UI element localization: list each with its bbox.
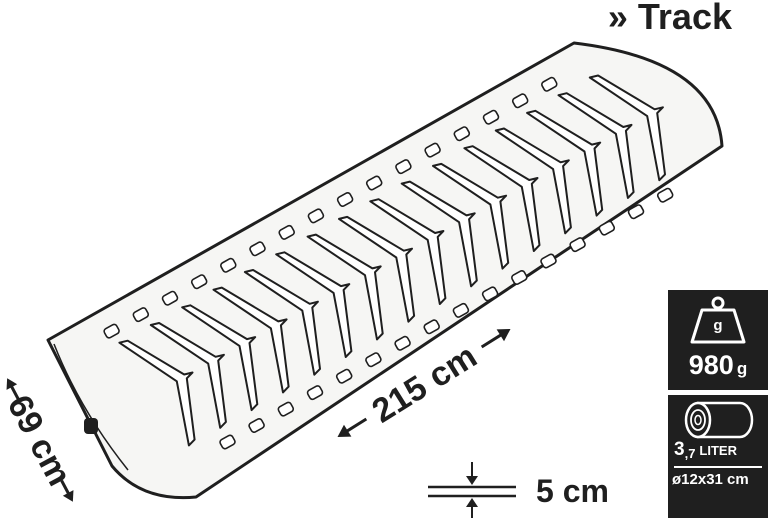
edge-chamber: [336, 192, 354, 207]
edge-chamber: [481, 286, 499, 302]
edge-chamber: [132, 307, 150, 323]
chevron-chamber: [306, 233, 384, 341]
chevron-chamber: [369, 198, 447, 305]
weight-value: 980: [688, 350, 734, 380]
thickness-dimension: 5 cm: [428, 462, 609, 518]
weight-unit: g: [736, 359, 748, 378]
edge-chamber: [541, 76, 558, 92]
edge-chamber: [424, 142, 441, 158]
chevron-chamber: [557, 92, 635, 199]
chevron-chamber: [400, 180, 478, 288]
mat-end-edge: [53, 343, 129, 471]
edge-chamber: [103, 323, 120, 339]
edge-chamber: [277, 401, 295, 417]
edge-chamber: [656, 187, 674, 203]
chevron-chamber: [494, 127, 572, 235]
pack-volume-decimal: ,7: [684, 446, 696, 461]
edge-chamber: [394, 335, 411, 351]
edge-chamber: [395, 159, 412, 175]
edge-chamber: [365, 352, 382, 368]
edge-chamber: [598, 220, 616, 236]
chevron-chamber: [526, 109, 604, 217]
chevron-chamber: [432, 162, 510, 270]
product-title: » Track: [607, 0, 732, 37]
chevron-chambers: [118, 74, 666, 447]
edge-chamber: [511, 270, 528, 285]
rolled-mat-icon: [684, 401, 754, 439]
edge-chambers-top: [103, 76, 558, 339]
pack-volume-main: 3: [674, 439, 685, 460]
chevron-chamber: [338, 215, 416, 323]
thickness-label: 5 cm: [536, 473, 609, 509]
edge-chamber: [306, 385, 324, 401]
chevron-chamber: [149, 322, 227, 429]
edge-chamber: [248, 418, 265, 433]
edge-chamber: [511, 93, 529, 109]
edge-chamber: [453, 126, 471, 142]
pack-divider: [674, 466, 762, 468]
chevron-chamber: [243, 269, 321, 376]
chevron-chamber: [463, 145, 541, 252]
chevron-chamber: [181, 304, 259, 412]
edge-chamber: [365, 175, 383, 191]
width-label: 69 cm: [0, 389, 79, 492]
chevron-chamber: [118, 339, 196, 447]
edge-chamber: [423, 319, 440, 335]
edge-chamber: [335, 368, 353, 384]
edge-chamber: [249, 241, 266, 257]
chevron-chamber: [212, 286, 290, 394]
edge-chamber: [482, 109, 500, 125]
edge-chamber: [540, 253, 557, 269]
pack-size: ø12x31 cm: [672, 471, 749, 488]
edge-chamber: [161, 290, 179, 306]
edge-chamber: [452, 302, 470, 318]
edge-chamber: [307, 208, 325, 224]
valve: [84, 418, 98, 434]
edge-chamber: [219, 434, 236, 450]
pack-volume-unit: LITER: [699, 443, 737, 458]
chevron-chamber: [275, 251, 353, 358]
chevron-chamber: [588, 74, 666, 182]
edge-chamber: [190, 274, 208, 290]
weight-icon: [690, 296, 746, 344]
edge-chamber: [220, 257, 237, 273]
edge-chambers-bottom: [219, 187, 674, 450]
weight-icon-label: g: [713, 317, 723, 334]
edge-chamber: [627, 204, 645, 220]
edge-chamber: [278, 224, 295, 240]
edge-chamber: [569, 237, 586, 253]
